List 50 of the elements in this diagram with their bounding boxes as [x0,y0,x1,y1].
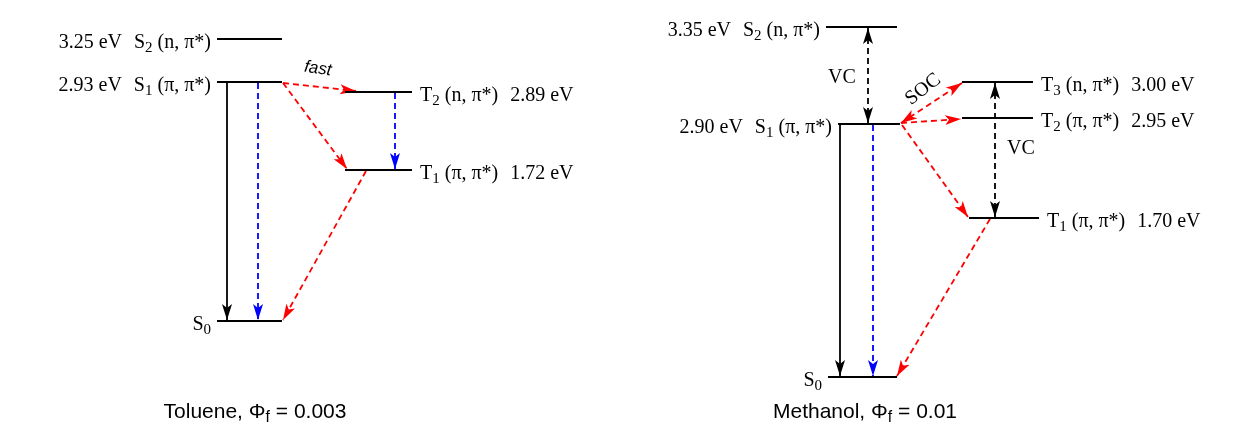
level-label: T$_{2}$ (n, π*) [420,84,499,108]
caption: Toluene, Φ$_{f}$ = 0.003 [163,399,347,421]
level-label: 2.90 eV [679,116,743,139]
level-label: T$_{3}$ (n, π*) [1041,74,1120,98]
level-label: 1.72 eV [510,162,574,185]
arrow [863,27,873,124]
arrow [282,82,357,95]
arrow [990,82,1000,218]
arrow [282,82,348,170]
energy-level-line [828,376,897,378]
level-label: 3.00 eV [1131,74,1195,97]
level-label: T$_{1}$ (π, π*) [420,162,499,186]
level-label: 2.89 eV [510,84,574,107]
arrow [900,82,963,124]
energy-level-line [217,81,282,83]
edge-label: VC [1006,137,1036,157]
level-label: S$_{2}$ (n, π*) [742,19,820,43]
arrow [835,124,845,377]
level-label: 3.35 eV [667,19,731,42]
level-label: S$_{0}$ [803,369,822,393]
level-label: S$_{1}$ (π, π*) [754,116,832,140]
edge-label: VC [827,66,857,86]
arrow [282,170,367,321]
arrow [868,124,878,377]
level-label: 1.70 eV [1137,210,1201,233]
level-label: 2.95 eV [1131,110,1195,133]
level-label: S$_{1}$ (π, π*) [133,74,211,98]
arrow [253,82,263,321]
energy-level-line [962,81,1033,83]
energy-level-line [969,217,1039,219]
level-label: S$_{2}$ (n, π*) [133,31,211,55]
energy-level-line [345,169,412,171]
caption: Methanol, Φ$_{f}$ = 0.01 [773,399,957,421]
arrow [900,115,962,126]
arrow [390,92,400,170]
energy-level-line [826,26,897,28]
energy-level-line [962,117,1033,119]
arrow [222,82,232,321]
arrow [896,218,991,377]
level-label: S$_{0}$ [192,313,211,337]
level-label: T$_{2}$ (π, π*) [1041,110,1120,134]
energy-level-line [217,38,282,40]
energy-level-line [217,320,282,322]
level-label: 3.25 eV [58,31,122,54]
arrow [901,124,969,218]
energy-level-line [345,91,412,93]
level-label: T$_{1}$ (π, π*) [1047,210,1126,234]
energy-level-line [838,123,900,125]
level-label: 2.93 eV [58,74,122,97]
edge-label: fast [302,57,334,79]
